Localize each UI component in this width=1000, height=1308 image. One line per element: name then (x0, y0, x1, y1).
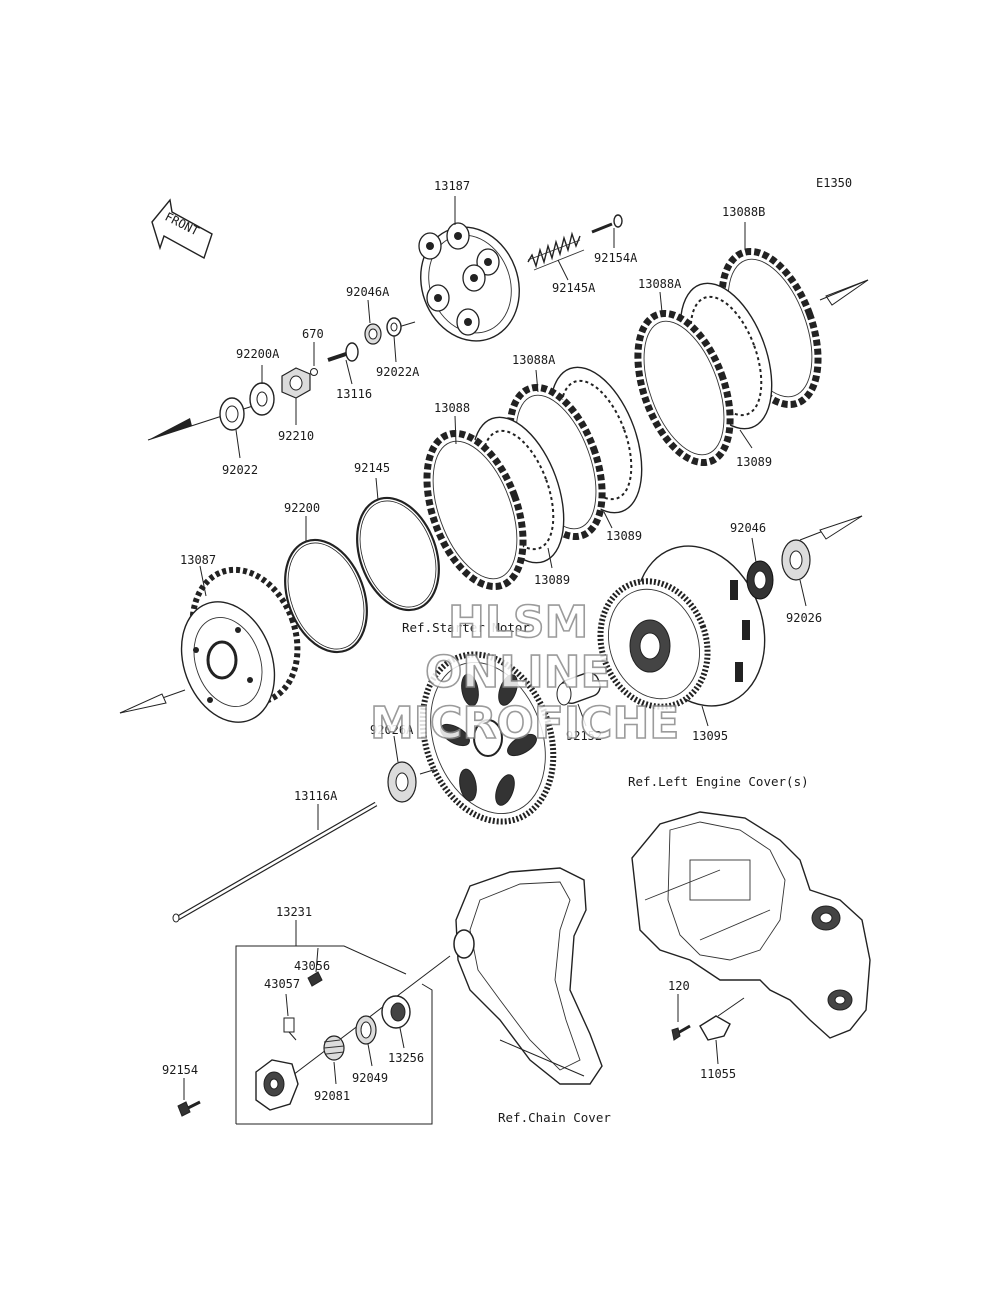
friction-plate-13088A-1 (634, 309, 734, 467)
bolt-120 (671, 1024, 691, 1041)
pushrod-13116A (172, 801, 378, 923)
clutch-hub-13087 (180, 566, 301, 723)
part-label-13231: 13231 (276, 905, 312, 919)
bushing-92152 (556, 672, 601, 706)
part-label-13089-1: 13089 (534, 573, 570, 587)
seal-92049 (355, 1015, 377, 1045)
bolt-92154 (177, 1100, 201, 1117)
part-label-92022: 92022 (222, 463, 258, 477)
part-label-92154A: 92154A (594, 251, 638, 265)
chain-cover (453, 867, 603, 1085)
part-label-92200A: 92200A (236, 347, 280, 361)
clutch-housing-13095 (597, 545, 766, 710)
watermark-line-2: ONLINE (425, 647, 611, 698)
ref-left-engine-cover: Ref.Left Engine Cover(s) (628, 774, 809, 789)
part-label-13116: 13116 (336, 387, 372, 401)
part-label-92210: 92210 (278, 429, 314, 443)
ref-starter-motor: Ref.Starter Motor (402, 620, 530, 635)
part-label-670: 670 (302, 327, 324, 341)
part-label-120: 120 (668, 979, 690, 993)
pressure-plate-13187 (418, 222, 520, 342)
part-label-92046A: 92046A (346, 285, 390, 299)
piston-13256 (381, 995, 411, 1029)
part-label-92026: 92026 (786, 611, 822, 625)
part-label-92049: 92049 (352, 1071, 388, 1085)
part-label-13089-2: 13089 (606, 529, 642, 543)
part-label-13088A-1: 13088A (638, 277, 682, 291)
bearing-92046A (364, 323, 382, 345)
cap-43057 (283, 1017, 297, 1041)
watermark-line-3: MICROFICHE (370, 698, 679, 749)
friction-plate-13088 (423, 429, 527, 591)
part-label-13095: 13095 (692, 729, 728, 743)
spring-92145A (527, 231, 585, 271)
part-label-11055: 11055 (700, 1067, 736, 1081)
part-label-13088A-2: 13088A (512, 353, 556, 367)
part-label-92145A: 92145A (552, 281, 596, 295)
part-label-13089-3: 13089 (736, 455, 772, 469)
part-label-13187: 13187 (434, 179, 470, 193)
left-engine-cover (631, 811, 871, 1039)
front-arrow-icon: FRONT (151, 198, 213, 260)
axis-lines (119, 279, 869, 775)
part-label-92145: 92145 (354, 461, 390, 475)
part-label-43056: 43056 (294, 959, 330, 973)
watermark: HLSM ONLINE MICROFICHE (369, 596, 680, 750)
starter-gear (419, 651, 557, 825)
nut-92210 (281, 367, 311, 399)
part-label-92152: 92152 (566, 729, 602, 743)
clamp-11055 (699, 997, 745, 1041)
ref-chain-cover: Ref.Chain Cover (498, 1110, 611, 1125)
part-label-92026A: 92026A (370, 723, 414, 737)
part-label-92200: 92200 (284, 501, 320, 515)
watermark-line-1: HLSM (448, 597, 588, 648)
part-label-13087: 13087 (180, 553, 216, 567)
part-label-92081: 92081 (314, 1089, 350, 1103)
part-label-43057: 43057 (264, 977, 300, 991)
bolt-92154A (591, 214, 623, 234)
part-label-13116A: 13116A (294, 789, 338, 803)
part-label-13256: 13256 (388, 1051, 424, 1065)
part-label-92154: 92154 (162, 1063, 198, 1077)
diagram-code: E1350 (816, 176, 852, 190)
needle-bearing-92046 (746, 560, 774, 600)
spring-92081 (323, 1035, 345, 1061)
pushrod-13116 (310, 342, 359, 376)
release-cylinder (255, 1059, 299, 1111)
part-label-13088: 13088 (434, 401, 470, 415)
bleeder-43056 (307, 971, 323, 987)
part-label-92046: 92046 (730, 521, 766, 535)
part-label-13088B: 13088B (722, 205, 765, 219)
part-label-92022A: 92022A (376, 365, 420, 379)
